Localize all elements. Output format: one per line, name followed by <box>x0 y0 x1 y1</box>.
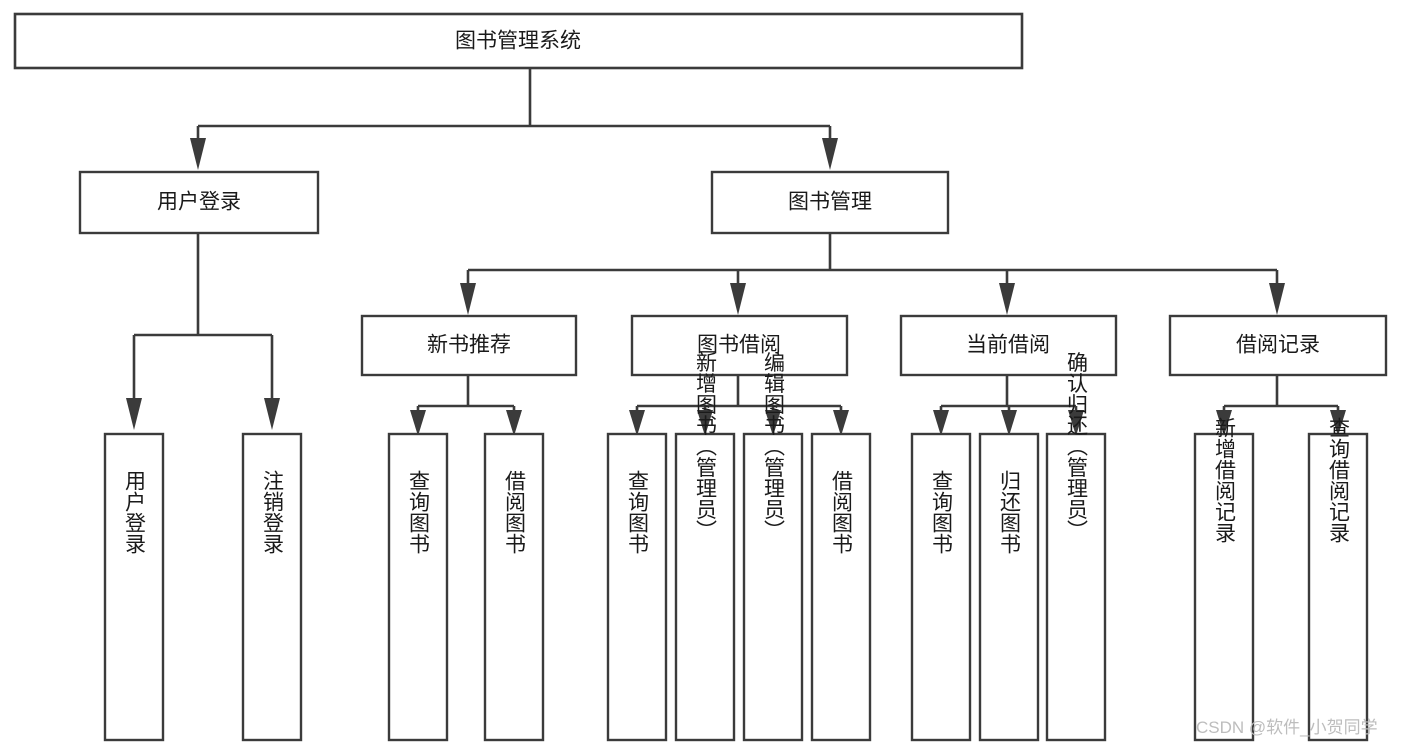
connector-group-book-manage <box>460 233 1285 315</box>
node-leaf-cb-return-book-label: 归还图书 <box>998 470 1022 554</box>
arrowhead-newbook-0-icon <box>410 410 426 436</box>
node-leaf-cb-query-book-box[interactable] <box>910 432 972 742</box>
node-borrow-record-label: 借阅记录 <box>1236 334 1320 357</box>
node-leaf-logout[interactable]: 注销登录 <box>241 432 303 742</box>
node-leaf-bb-borrow-book-box[interactable] <box>810 432 872 742</box>
node-leaf-logout-label: 注销登录 <box>261 470 285 554</box>
arrowhead-bookborrow-3-icon <box>833 410 849 436</box>
node-leaf-cb-confirm-return[interactable]: 确认归还（管理员） <box>1045 352 1107 742</box>
node-user-login-label: 用户登录 <box>157 191 241 214</box>
node-leaf-nbr-query-book-box[interactable] <box>387 432 449 742</box>
arrowhead-bookmanage-0-icon <box>460 283 476 315</box>
node-book-manage[interactable]: 图书管理 <box>710 170 950 235</box>
node-leaf-nbr-borrow-book[interactable]: 借阅图书 <box>483 432 545 742</box>
node-leaf-nbr-query-book[interactable]: 查询图书 <box>387 432 449 742</box>
arrowhead-userlogin-1-icon <box>264 398 280 430</box>
node-user-login-box[interactable] <box>78 170 320 235</box>
arrowhead-bookmanage-2-icon <box>999 283 1015 315</box>
node-book-borrow-box[interactable] <box>630 314 849 377</box>
node-user-login[interactable]: 用户登录 <box>78 170 320 235</box>
arrowhead-bookmanage-3-icon <box>1269 283 1285 315</box>
node-leaf-bb-edit-book[interactable]: 编辑图书（管理员） <box>742 352 804 742</box>
arrowhead-userlogin-0-icon <box>126 398 142 430</box>
node-borrow-record[interactable]: 借阅记录 <box>1168 314 1388 377</box>
arrowhead-borrowrecord-1-icon <box>1330 410 1346 436</box>
arrowhead-root-0-icon <box>190 138 206 170</box>
node-leaf-br-add-record[interactable]: 新增借阅记录 <box>1193 417 1255 742</box>
node-borrow-record-box[interactable] <box>1168 314 1388 377</box>
node-book-manage-box[interactable] <box>710 170 950 235</box>
node-leaf-bb-borrow-book[interactable]: 借阅图书 <box>810 432 872 742</box>
node-leaf-bb-query-book[interactable]: 查询图书 <box>606 432 668 742</box>
node-new-book-recommend-label: 新书推荐 <box>427 334 511 357</box>
connector-group-user-login <box>126 233 280 430</box>
node-leaf-nbr-borrow-book-label: 借阅图书 <box>503 470 527 554</box>
node-book-manage-label: 图书管理 <box>788 191 872 214</box>
node-leaf-br-query-record-label: 查询借阅记录 <box>1327 417 1351 543</box>
node-root-box[interactable] <box>13 12 1024 70</box>
node-leaf-logout-box[interactable] <box>241 432 303 742</box>
node-leaf-nbr-query-book-label: 查询图书 <box>407 470 431 554</box>
node-leaf-bb-edit-book-label: 编辑图书（管理员） <box>762 352 786 541</box>
node-new-book-recommend[interactable]: 新书推荐 <box>360 314 578 377</box>
node-current-borrow-box[interactable] <box>899 314 1118 377</box>
node-leaf-user-login-label: 用户登录 <box>123 470 147 554</box>
arrowhead-bookmanage-1-icon <box>730 283 746 315</box>
arrowhead-bookborrow-0-icon <box>629 410 645 436</box>
node-leaf-cb-query-book[interactable]: 查询图书 <box>910 432 972 742</box>
node-leaf-bb-add-book-label: 新增图书（管理员） <box>694 352 718 541</box>
arrowhead-newbook-1-icon <box>506 410 522 436</box>
node-leaf-nbr-borrow-book-box[interactable] <box>483 432 545 742</box>
node-book-borrow-label: 图书借阅 <box>697 334 781 357</box>
arrowhead-root-1-icon <box>822 138 838 170</box>
node-leaf-cb-confirm-return-box[interactable] <box>1045 432 1107 742</box>
node-leaf-bb-add-book[interactable]: 新增图书（管理员） <box>674 352 736 742</box>
node-leaf-user-login-box[interactable] <box>103 432 165 742</box>
arrowhead-borrowrecord-0-icon <box>1216 410 1232 436</box>
arrowhead-currentborrow-2-icon <box>1068 410 1084 436</box>
node-leaf-br-add-record-label: 新增借阅记录 <box>1213 417 1237 543</box>
node-new-book-recommend-box[interactable] <box>360 314 578 377</box>
node-leaf-br-query-record-box[interactable] <box>1307 432 1369 742</box>
node-leaf-bb-query-book-label: 查询图书 <box>626 470 650 554</box>
node-leaf-cb-confirm-return-label: 确认归还（管理员） <box>1065 352 1089 541</box>
node-leaf-user-login[interactable]: 用户登录 <box>103 432 165 742</box>
connector-group-book-borrow <box>629 375 849 436</box>
arrowhead-bookborrow-1-icon <box>697 410 713 436</box>
node-leaf-bb-borrow-book-label: 借阅图书 <box>830 470 854 554</box>
node-leaf-cb-return-book-box[interactable] <box>978 432 1040 742</box>
node-leaf-bb-edit-book-box[interactable] <box>742 432 804 742</box>
connector-group-new-book <box>410 375 522 436</box>
node-leaf-bb-query-book-box[interactable] <box>606 432 668 742</box>
arrowhead-currentborrow-1-icon <box>1001 410 1017 436</box>
arrowhead-bookborrow-2-icon <box>765 410 781 436</box>
node-book-borrow[interactable]: 图书借阅 <box>630 314 849 377</box>
node-leaf-br-add-record-box[interactable] <box>1193 432 1255 742</box>
node-leaf-cb-query-book-label: 查询图书 <box>930 470 954 554</box>
node-leaf-br-query-record[interactable]: 查询借阅记录 <box>1307 417 1369 742</box>
connector-group-root <box>190 68 838 170</box>
node-root[interactable]: 图书管理系统 <box>13 12 1024 70</box>
connector-group-current-borrow <box>933 375 1084 436</box>
node-leaf-bb-add-book-box[interactable] <box>674 432 736 742</box>
node-current-borrow[interactable]: 当前借阅 <box>899 314 1118 377</box>
watermark-label: CSDN @软件_小贺同学 <box>1196 718 1378 737</box>
node-leaf-cb-return-book[interactable]: 归还图书 <box>978 432 1040 742</box>
node-root-label: 图书管理系统 <box>455 30 581 53</box>
connector-group-borrow-record <box>1216 375 1346 436</box>
arrowhead-currentborrow-0-icon <box>933 410 949 436</box>
node-current-borrow-label: 当前借阅 <box>966 334 1050 357</box>
